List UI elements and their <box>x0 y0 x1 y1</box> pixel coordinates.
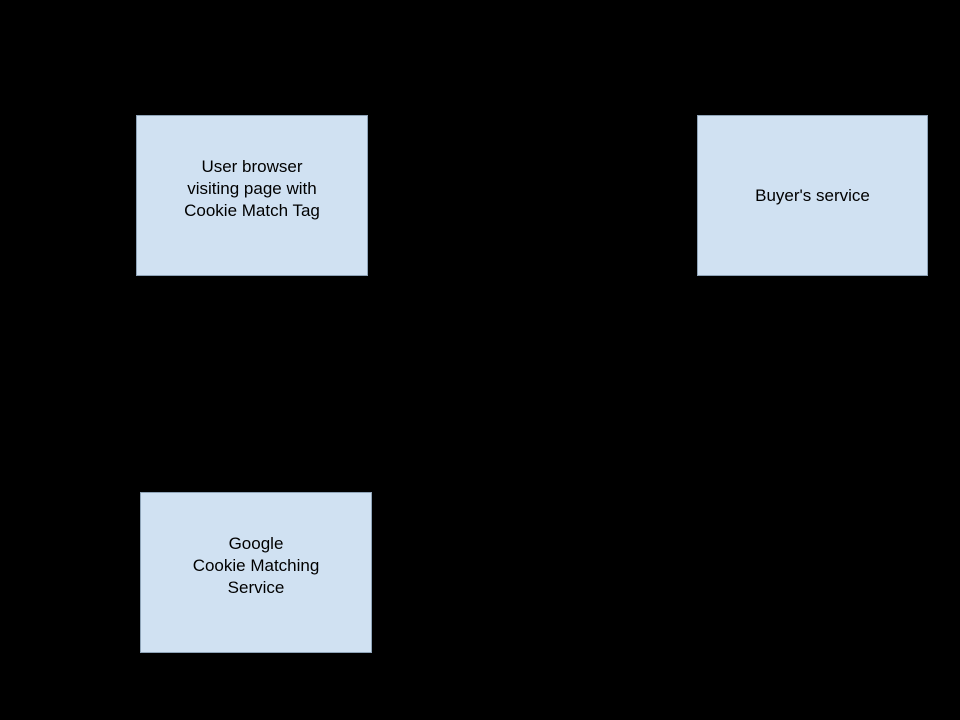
node-buyers-service[interactable]: Buyer's service <box>697 115 928 276</box>
node-google-cookie-matching-service[interactable]: Google Cookie Matching Service <box>140 492 372 653</box>
node-buyers-service-label: Buyer's service <box>755 185 870 205</box>
node-user-browser[interactable]: User browser visiting page with Cookie M… <box>136 115 368 276</box>
node-user-browser-label: User browser visiting page with Cookie M… <box>184 156 320 220</box>
node-google-cookie-matching-service-label: Google Cookie Matching Service <box>192 533 320 597</box>
